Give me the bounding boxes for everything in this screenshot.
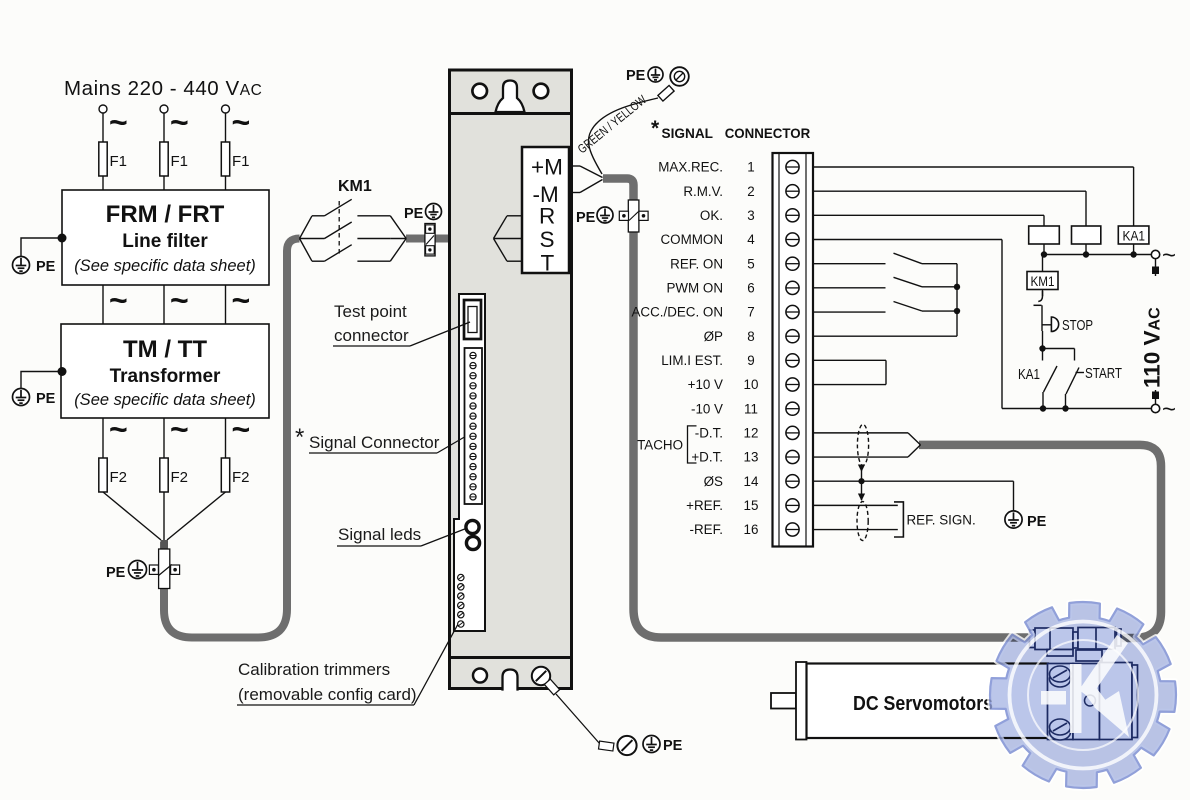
svg-text:1: 1 bbox=[747, 160, 754, 175]
svg-text:R: R bbox=[539, 204, 555, 229]
svg-text:~: ~ bbox=[109, 411, 128, 447]
svg-text:Mains 220 - 440 VAC: Mains 220 - 440 VAC bbox=[64, 77, 262, 100]
svg-text:S: S bbox=[540, 227, 555, 252]
svg-text:F1: F1 bbox=[232, 153, 250, 170]
svg-text:PE: PE bbox=[106, 565, 126, 581]
svg-text:ØS: ØS bbox=[704, 474, 723, 489]
svg-text:OK.: OK. bbox=[700, 208, 723, 223]
svg-text:MAX.REC.: MAX.REC. bbox=[658, 160, 723, 175]
svg-text:CONNECTOR: CONNECTOR bbox=[725, 125, 811, 141]
svg-text:*: * bbox=[295, 424, 304, 451]
svg-text:Signal Connector: Signal Connector bbox=[309, 433, 440, 452]
svg-text:+D.T.: +D.T. bbox=[691, 450, 723, 465]
svg-text:T: T bbox=[541, 251, 555, 276]
svg-text:4: 4 bbox=[747, 232, 755, 247]
svg-text:~: ~ bbox=[109, 104, 128, 140]
svg-text:TACHO: TACHO bbox=[637, 438, 683, 453]
svg-text:10: 10 bbox=[744, 377, 759, 392]
svg-text:7: 7 bbox=[747, 305, 754, 320]
svg-text:(See specific data sheet): (See specific data sheet) bbox=[74, 391, 256, 409]
svg-text:TM / TT: TM / TT bbox=[123, 336, 207, 363]
svg-text:~: ~ bbox=[1162, 242, 1176, 269]
svg-text:~: ~ bbox=[170, 411, 189, 447]
svg-text:Test point: Test point bbox=[334, 302, 407, 321]
svg-text:PE: PE bbox=[36, 259, 56, 275]
svg-text:KM1: KM1 bbox=[338, 178, 372, 195]
svg-text:Calibration trimmers: Calibration trimmers bbox=[238, 660, 390, 679]
svg-text:PE: PE bbox=[663, 738, 683, 754]
svg-text:PWM ON: PWM ON bbox=[666, 281, 723, 296]
svg-text:PE: PE bbox=[1027, 514, 1047, 530]
svg-text:KA1: KA1 bbox=[1123, 229, 1146, 244]
svg-text:+M: +M bbox=[531, 155, 563, 180]
svg-text:-REF.: -REF. bbox=[690, 522, 723, 537]
svg-text:F2: F2 bbox=[171, 469, 189, 486]
svg-text:ØP: ØP bbox=[704, 329, 723, 344]
svg-text:~: ~ bbox=[170, 104, 189, 140]
svg-text:~: ~ bbox=[170, 282, 189, 318]
svg-text:~: ~ bbox=[232, 104, 251, 140]
svg-text:+REF.: +REF. bbox=[686, 498, 723, 513]
svg-text:(removable config card): (removable config card) bbox=[238, 685, 417, 704]
svg-text:LIM.I EST.: LIM.I EST. bbox=[661, 353, 723, 368]
svg-text:-10 V: -10 V bbox=[691, 401, 723, 416]
svg-text:F2: F2 bbox=[232, 469, 250, 486]
svg-text:R.M.V.: R.M.V. bbox=[683, 184, 723, 199]
svg-text:PE: PE bbox=[36, 391, 56, 407]
svg-text:110 VAC: 110 VAC bbox=[1140, 307, 1165, 388]
svg-text:-D.T.: -D.T. bbox=[695, 426, 723, 441]
svg-text:2: 2 bbox=[747, 184, 754, 199]
svg-text:~: ~ bbox=[1162, 396, 1176, 423]
svg-text:KA1: KA1 bbox=[1018, 367, 1040, 383]
svg-text:F2: F2 bbox=[110, 469, 128, 486]
svg-text:F1: F1 bbox=[110, 153, 128, 170]
svg-text:15: 15 bbox=[744, 498, 759, 513]
svg-text:STOP: STOP bbox=[1062, 318, 1093, 334]
svg-text:F1: F1 bbox=[171, 153, 189, 170]
svg-text:PE: PE bbox=[576, 210, 596, 226]
svg-text:8: 8 bbox=[747, 329, 754, 344]
svg-text:*: * bbox=[651, 117, 660, 140]
svg-text:REF. SIGN.: REF. SIGN. bbox=[907, 513, 976, 528]
svg-text:-M: -M bbox=[533, 182, 559, 207]
svg-text:+10 V: +10 V bbox=[688, 377, 723, 392]
svg-text:DC Servomotors: DC Servomotors bbox=[853, 692, 993, 715]
svg-text:6: 6 bbox=[747, 281, 754, 296]
svg-text:Signal leds: Signal leds bbox=[338, 525, 421, 544]
svg-text:12: 12 bbox=[744, 426, 759, 441]
svg-text:Transformer: Transformer bbox=[110, 366, 221, 387]
svg-text:11: 11 bbox=[744, 401, 758, 416]
svg-text:FRM / FRT: FRM / FRT bbox=[106, 201, 225, 228]
svg-text:9: 9 bbox=[747, 353, 754, 368]
svg-text:Line filter: Line filter bbox=[122, 231, 208, 252]
svg-text:connector: connector bbox=[334, 326, 409, 345]
svg-text:START: START bbox=[1085, 366, 1122, 382]
svg-text:14: 14 bbox=[744, 474, 759, 489]
svg-text:PE: PE bbox=[626, 68, 646, 84]
svg-text:REF. ON: REF. ON bbox=[670, 256, 723, 271]
svg-text:3: 3 bbox=[747, 208, 754, 223]
svg-text:PE: PE bbox=[404, 206, 424, 222]
svg-text:16: 16 bbox=[744, 522, 759, 537]
svg-text:5: 5 bbox=[747, 256, 754, 271]
svg-text:~: ~ bbox=[232, 411, 251, 447]
svg-text:ACC./DEC. ON: ACC./DEC. ON bbox=[631, 305, 723, 320]
svg-text:KM1: KM1 bbox=[1031, 274, 1055, 289]
svg-text:COMMON: COMMON bbox=[661, 232, 723, 247]
svg-text:~: ~ bbox=[109, 282, 128, 318]
svg-text:13: 13 bbox=[744, 450, 759, 465]
svg-text:~: ~ bbox=[232, 282, 251, 318]
svg-text:SIGNAL: SIGNAL bbox=[662, 125, 714, 141]
svg-text:(See specific data sheet): (See specific data sheet) bbox=[74, 257, 256, 275]
